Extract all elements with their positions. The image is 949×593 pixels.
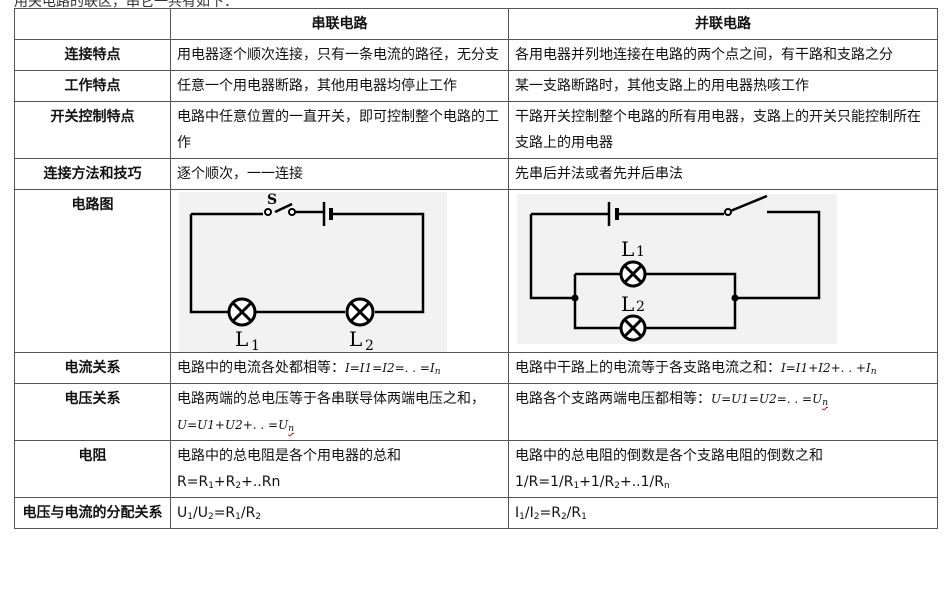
- header-series: 串联电路: [170, 8, 509, 40]
- formula: U=U1+U2+. . =Un: [177, 418, 294, 434]
- series-distribution: U1/U2=R1/R2: [170, 497, 509, 529]
- parallel-distribution: I1/I2=R2/R1: [508, 497, 938, 529]
- row-method: 连接方法和技巧 逐个顺次，一一连接 先串后并法或者先并后串法: [14, 158, 938, 190]
- label-switch: 开关控制特点: [14, 101, 171, 159]
- parallel-method: 先串后并法或者先并后串法: [508, 158, 938, 190]
- lamp1-sub: 1: [251, 338, 260, 352]
- formula: 1/R=1/R1+1/R2+..1/Rn: [515, 474, 670, 491]
- plamp2-sub: 2: [636, 299, 645, 315]
- header-parallel: 并联电路: [508, 8, 938, 40]
- lamp-icon: [619, 260, 647, 288]
- series-voltage: 电路两端的总电压等于各串联导体两端电压之和， U=U1+U2+. . =Un: [170, 383, 509, 441]
- parallel-working: 某一支路断路时，其他支路上的用电器热咳工作: [508, 70, 938, 102]
- row-current: 电流关系 电路中的电流各处都相等：I=I1=I2=. . =In 电路中干路上的…: [14, 352, 938, 384]
- row-voltage: 电压关系 电路两端的总电压等于各串联导体两端电压之和， U=U1+U2+. . …: [14, 383, 938, 441]
- plamp1-sub: 1: [636, 244, 645, 260]
- formula: I=I1=I2=. . =In: [345, 361, 441, 377]
- label-connection: 连接特点: [14, 39, 171, 71]
- header-row: 串联电路 并联电路: [14, 8, 938, 40]
- label-distribution: 电压与电流的分配关系: [14, 497, 171, 529]
- row-diagram: 电路图: [14, 189, 938, 353]
- parallel-current: 电路中干路上的电流等于各支路电流之和：I=I1+I2+. . +In: [508, 352, 938, 384]
- formula: I=I1+I2+. . +In: [781, 361, 877, 377]
- parallel-diagram-cell: L 1 L 2: [508, 189, 938, 353]
- series-working: 任意一个用电器断路，其他用电器均停止工作: [170, 70, 509, 102]
- header-empty: [14, 8, 171, 40]
- label-diagram: 电路图: [14, 189, 171, 353]
- plamp1-label: L: [621, 237, 634, 261]
- lamp-icon: [345, 297, 375, 327]
- plamp2-label: L: [621, 292, 634, 316]
- lamp1-label: L: [235, 327, 248, 351]
- top-caption: 用关电路的联区，串它一共有如下：: [14, 0, 238, 10]
- row-working: 工作特点 任意一个用电器断路，其他用电器均停止工作 某一支路断路时，其他支路上的…: [14, 70, 938, 102]
- parallel-connection: 各用电器并列地连接在电路的两个点之间，有干路和支路之分: [508, 39, 938, 71]
- label-method: 连接方法和技巧: [14, 158, 171, 190]
- row-connection: 连接特点 用电器逐个顺次连接，只有一条电流的路径，无分支 各用电器并列地连接在电…: [14, 39, 938, 71]
- series-method: 逐个顺次，一一连接: [170, 158, 509, 190]
- label-working: 工作特点: [14, 70, 171, 102]
- lamp-icon: [227, 297, 257, 327]
- lamp-icon: [619, 314, 647, 342]
- formula: U=U1=U2=. . =Un: [711, 392, 828, 408]
- formula: R=R1+R2+..Rn: [177, 474, 281, 491]
- lamp2-sub: 2: [365, 338, 374, 352]
- lamp2-label: L: [349, 327, 362, 351]
- parallel-switch: 干路开关控制整个电路的所有用电器，支路上的开关只能控制所在支路上的用电器: [508, 101, 938, 159]
- series-diagram-cell: S L 1 L 2: [170, 189, 509, 353]
- series-current: 电路中的电流各处都相等：I=I1=I2=. . =In: [170, 352, 509, 384]
- parallel-voltage: 电路各个支路两端电压都相等：U=U1=U2=. . =Un: [508, 383, 938, 441]
- switch-label: S: [267, 192, 277, 208]
- row-switch: 开关控制特点 电路中任意位置的一直开关，即可控制整个电路的工作 干路开关控制整个…: [14, 101, 938, 159]
- row-distribution: 电压与电流的分配关系 U1/U2=R1/R2 I1/I2=R2/R1: [14, 497, 938, 529]
- label-current: 电流关系: [14, 352, 171, 384]
- circuit-comparison-table: 串联电路 并联电路 连接特点 用电器逐个顺次连接，只有一条电流的路径，无分支 各…: [14, 8, 938, 529]
- parallel-circuit-diagram: L 1 L 2: [517, 194, 837, 344]
- series-circuit-diagram: S L 1 L 2: [179, 192, 447, 352]
- label-resistance: 电阻: [14, 440, 171, 498]
- label-voltage: 电压关系: [14, 383, 171, 441]
- series-switch: 电路中任意位置的一直开关，即可控制整个电路的工作: [170, 101, 509, 159]
- series-connection: 用电器逐个顺次连接，只有一条电流的路径，无分支: [170, 39, 509, 71]
